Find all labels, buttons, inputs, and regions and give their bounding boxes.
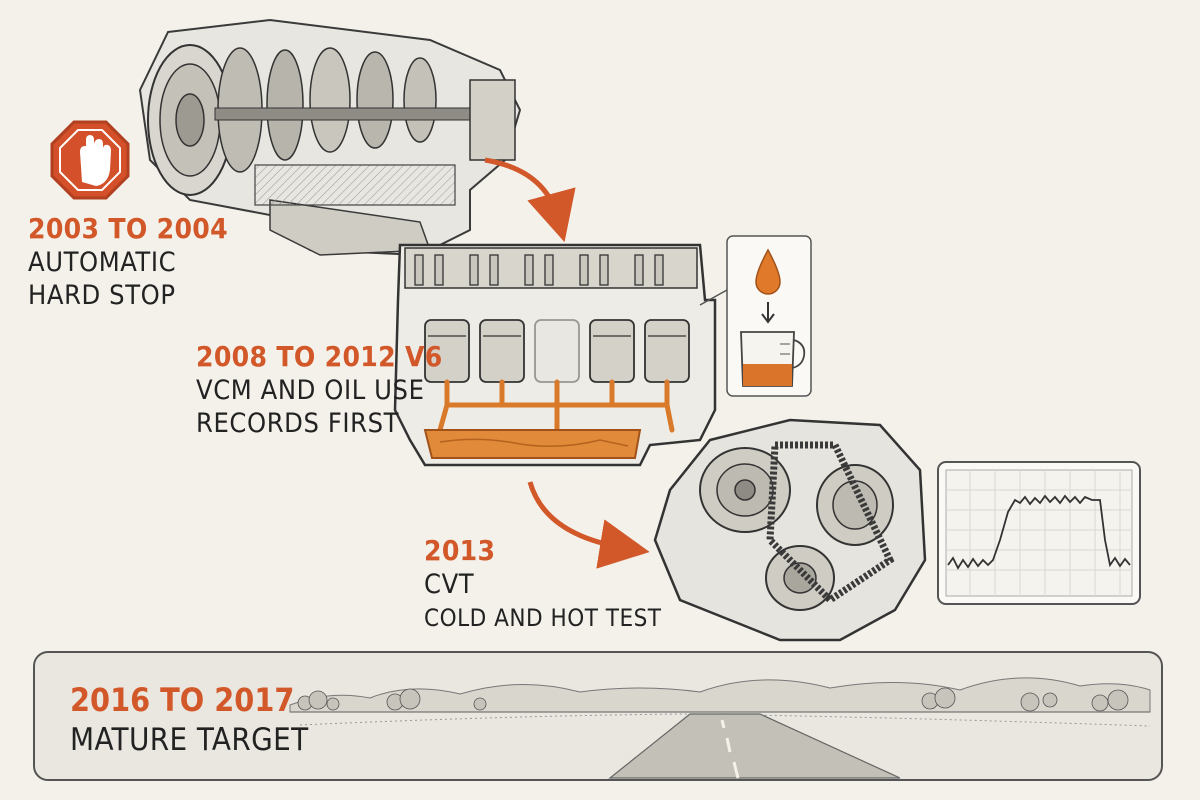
automatic-transmission-illustration — [138, 18, 522, 257]
stage-3-line1: CVT — [424, 569, 475, 601]
stage-1-label: 2003 TO 2004 AUTOMATIC HARD STOP — [28, 214, 228, 310]
stage-2-line1: VCM AND OIL USE — [196, 375, 425, 407]
flow-arrow-1 — [484, 157, 576, 243]
stage-4-label: 2016 TO 2017 MATURE TARGET — [70, 681, 309, 758]
stage-4-line1: MATURE TARGET — [70, 721, 309, 758]
v6-engine-illustration — [393, 243, 717, 467]
stage-3-label: 2013 CVT COLD AND HOT TEST — [424, 536, 661, 631]
temperature-graph-icon — [937, 461, 1141, 605]
stage-1-line1: AUTOMATIC — [28, 247, 177, 279]
cvt-transmission-illustration — [653, 418, 927, 642]
oil-drop-measuring-cup-icon — [726, 235, 812, 397]
stage-3-line2: COLD AND HOT TEST — [424, 603, 662, 632]
connector-line — [699, 289, 728, 306]
stop-hand-icon — [50, 120, 130, 200]
stage-2-year: 2008 TO 2012 V6 — [196, 340, 443, 373]
flow-arrow-2 — [527, 481, 650, 569]
stage-2-line2: RECORDS FIRST — [196, 407, 400, 439]
stage-4-year: 2016 TO 2017 — [70, 681, 295, 719]
stage-1-year: 2003 TO 2004 — [28, 212, 228, 245]
mature-target-banner — [33, 651, 1163, 781]
stage-1-line2: HARD STOP — [28, 279, 176, 311]
stage-2-label: 2008 TO 2012 V6 VCM AND OIL USE RECORDS … — [196, 342, 443, 438]
stage-3-year: 2013 — [424, 534, 496, 567]
